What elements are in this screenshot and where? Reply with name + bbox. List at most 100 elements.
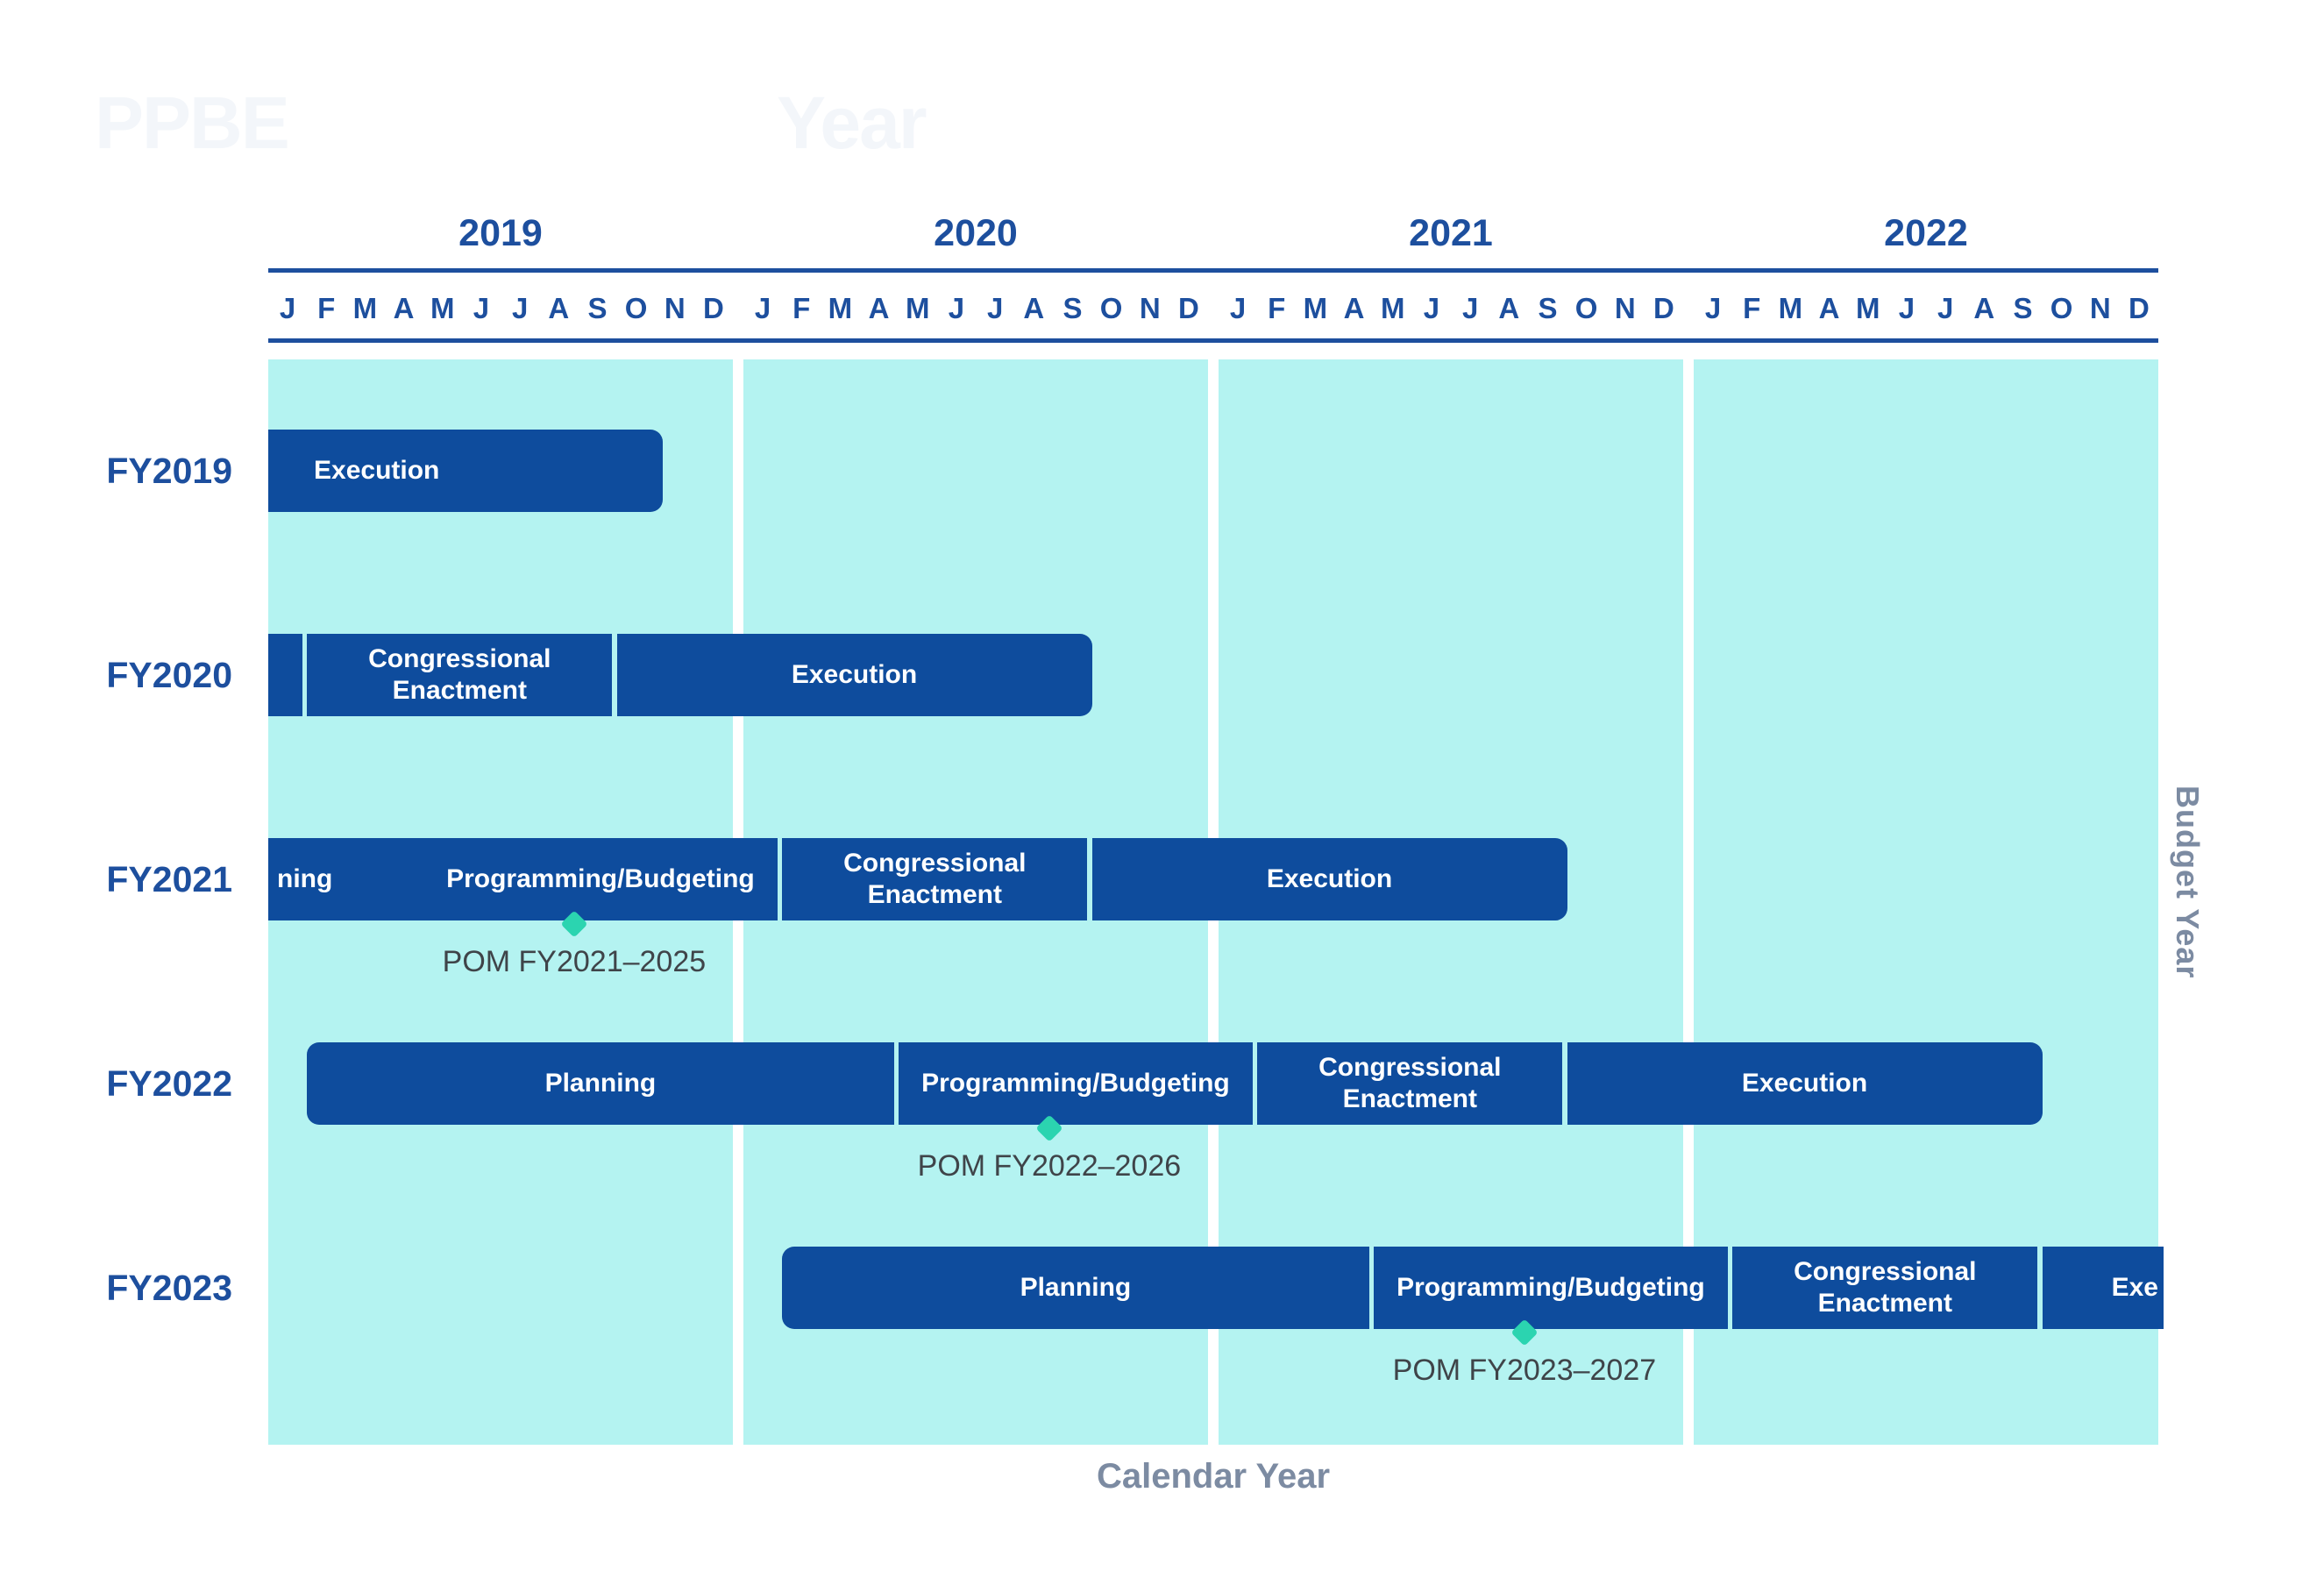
month-letter: O [1574,292,1598,324]
month-letter: S [1538,292,1558,324]
pom-label: POM FY2022–2026 [917,1149,1182,1183]
calendar-year-axis-label: Calendar Year [1096,1457,1331,1496]
month-letter: J [1937,292,1954,324]
phase-bar-label: Execution [1266,864,1393,893]
month-letter: A [1973,292,1995,324]
month-letter: F [317,292,336,324]
month-letter: A [868,292,890,324]
month-letter: J [279,292,296,324]
month-letter: F [1268,292,1286,324]
phase-bar-FY2022-programming-budgeting: Programming/Budgeting [898,1042,1254,1125]
month-letter: J [1461,292,1479,324]
phase-bar-FY2023-programming-budgeting: Programming/Budgeting [1373,1247,1729,1329]
month-letter: A [393,292,415,324]
phase-bar-FY2020-execution: Execution [616,634,1092,716]
month-letter: F [1743,292,1761,324]
month-letter: N [1614,292,1636,324]
fy-row-label-FY2022: FY2022 [106,1063,232,1104]
month-letter: J [754,292,771,324]
phase-bar-label: Execution [1741,1069,1868,1098]
phase-bar-label: Execution [314,456,440,485]
year-label-2020: 2020 [934,212,1018,254]
month-axis-rule [268,338,2158,343]
month-letter: D [1653,292,1674,324]
phase-bar-label: Programming/Budgeting [921,1069,1230,1098]
month-letter: D [703,292,724,324]
phase-bar-FY2021-planning: ning [268,838,428,920]
month-letter: J [1423,292,1440,324]
phase-bar-label: Programming/Budgeting [446,864,755,893]
month-letter: M [1778,292,1803,324]
month-letter: J [948,292,965,324]
phase-bar-label: Execution [791,660,918,689]
fy-row-label-FY2019: FY2019 [106,451,232,491]
month-letter: A [1818,292,1840,324]
phase-bar-label-line: Enactment [1817,1289,1952,1318]
month-letter: O [1099,292,1123,324]
month-letter: M [828,292,853,324]
phase-bar-label-line: Enactment [867,880,1002,909]
phase-bar-label: Programming/Budgeting [1397,1273,1705,1302]
month-letter: J [473,292,490,324]
phase-bar-FY2023-planning: Planning [782,1247,1369,1329]
month-letter: M [352,292,378,324]
month-letter: J [511,292,529,324]
month-letter: M [1303,292,1328,324]
phase-bar-label-line: Congressional [1318,1053,1502,1082]
pom-label: POM FY2021–2025 [442,945,707,978]
month-letter: M [430,292,455,324]
month-letter: M [1856,292,1880,324]
phase-bar-label: Planning [1020,1273,1132,1302]
budget-year-axis-label: Budget Year [2170,785,2206,979]
phase-bar-label-line: Congressional [1794,1257,1977,1286]
year-axis-rule [268,268,2158,273]
month-letter: J [1229,292,1247,324]
month-letter: M [1381,292,1405,324]
phase-bar-FY2022-execution: Execution [1567,1042,2043,1125]
phase-bar-label-line: Congressional [843,849,1027,878]
phase-bar-label: Exe [2111,1273,2158,1302]
phase-bar-FY2020-programming-budgeting [268,634,303,716]
phase-bar-FY2019-execution: Execution [268,430,663,512]
year-label-2022: 2022 [1884,212,1968,254]
fy-row-label-FY2021: FY2021 [106,859,232,899]
year-label-2019: 2019 [458,212,543,254]
year-label-2021: 2021 [1409,212,1493,254]
month-letter: S [1063,292,1083,324]
month-letter: D [1178,292,1199,324]
month-letter: S [2013,292,2033,324]
month-letter: J [986,292,1004,324]
ghost-title-fragment-right: Year [777,82,927,164]
month-letter: O [2050,292,2073,324]
phase-bar-label-line: Enactment [1342,1084,1477,1113]
phase-bar-FY2021-execution: Execution [1091,838,1567,920]
phase-bar-FY2021-programming-budgeting: Programming/Budgeting [423,838,778,920]
month-letter: J [1898,292,1915,324]
phase-bar-FY2022-planning: Planning [307,1042,894,1125]
month-letter: A [1023,292,1045,324]
ghost-title-fragment-left: PPBE [95,82,290,164]
month-letter: A [1498,292,1520,324]
month-letter: N [1139,292,1161,324]
phase-bar-label: ning [277,864,333,893]
month-letter: J [1704,292,1722,324]
phase-bar-label-line: Enactment [392,676,527,705]
pom-label: POM FY2023–2027 [1392,1354,1657,1387]
month-letter: D [2129,292,2150,324]
month-letter: A [1343,292,1365,324]
fy-row-label-FY2020: FY2020 [106,655,232,695]
month-letter: O [624,292,648,324]
month-letter: N [664,292,686,324]
month-letter: S [587,292,608,324]
